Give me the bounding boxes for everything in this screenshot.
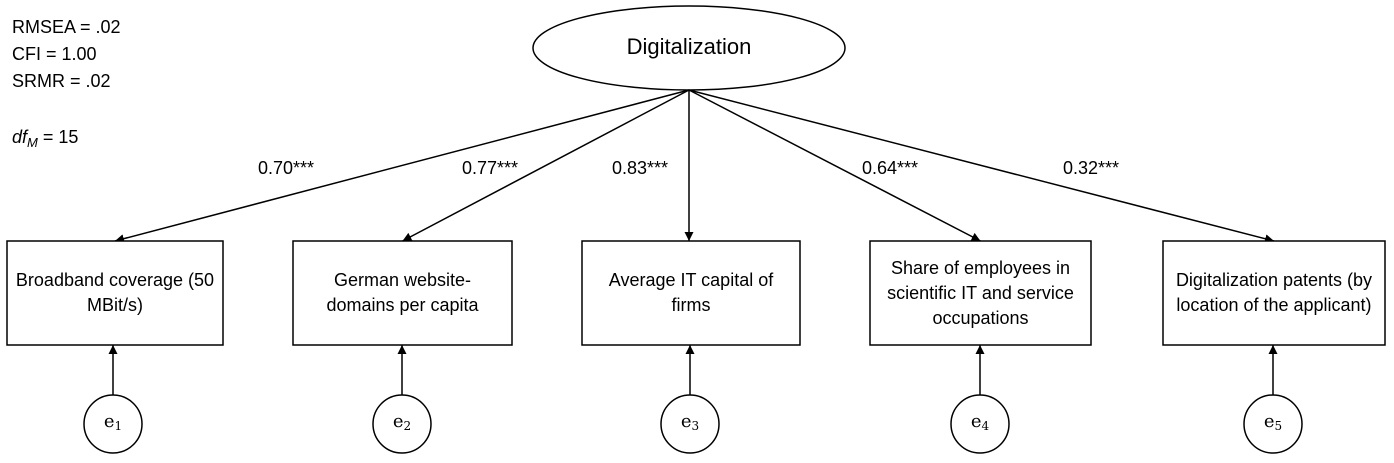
error-circle (660, 394, 720, 454)
loading-arrow (402, 89, 690, 242)
df-value: = 15 (37, 127, 79, 147)
indicator-box (292, 240, 513, 346)
indicator-label: Share of employees in scientific IT and … (887, 257, 1074, 328)
loading-label: 0.64*** (862, 158, 919, 178)
error-label: e2 (392, 411, 412, 433)
loading-label: 0.83*** (612, 158, 669, 178)
error-label: e1 (103, 411, 123, 433)
loading-label: 0.32*** (1063, 158, 1120, 178)
loading-arrow (688, 89, 981, 242)
loading-label: 0.77*** (462, 158, 519, 178)
error-circle (950, 394, 1010, 454)
indicator-label: Broadband coverage (50 MBit/s) (15, 270, 215, 315)
indicator-label: Average IT capital of firms (608, 270, 774, 315)
df-symbol: dfM (12, 127, 38, 150)
df-text: dfM = 15 (12, 124, 121, 156)
indicator-label: German website-domains per capita (326, 270, 479, 315)
indicator-label: Digitalization patents (by location of t… (1175, 270, 1373, 315)
loading-arrow (114, 89, 690, 244)
error-label: e3 (680, 411, 700, 433)
indicator-box (1162, 240, 1386, 346)
rmsea-text: RMSEA = .02 (12, 17, 121, 37)
loading-arrow (688, 89, 1275, 244)
error-label: e5 (1263, 411, 1283, 433)
latent-label: Digitalization (626, 34, 752, 59)
error-circle (372, 394, 432, 454)
error-circle (83, 394, 143, 454)
indicator-box (581, 240, 801, 346)
error-label: e4 (970, 411, 990, 433)
srmr-text: SRMR = .02 (12, 71, 111, 91)
error-circle (1243, 394, 1303, 454)
cfi-text: CFI = 1.00 (12, 44, 97, 64)
fit-indices: RMSEA = .02 CFI = 1.00 SRMR = .02 dfM = … (12, 14, 121, 156)
loading-label: 0.70*** (258, 158, 315, 178)
indicator-box (869, 240, 1092, 346)
indicator-box (6, 240, 224, 346)
